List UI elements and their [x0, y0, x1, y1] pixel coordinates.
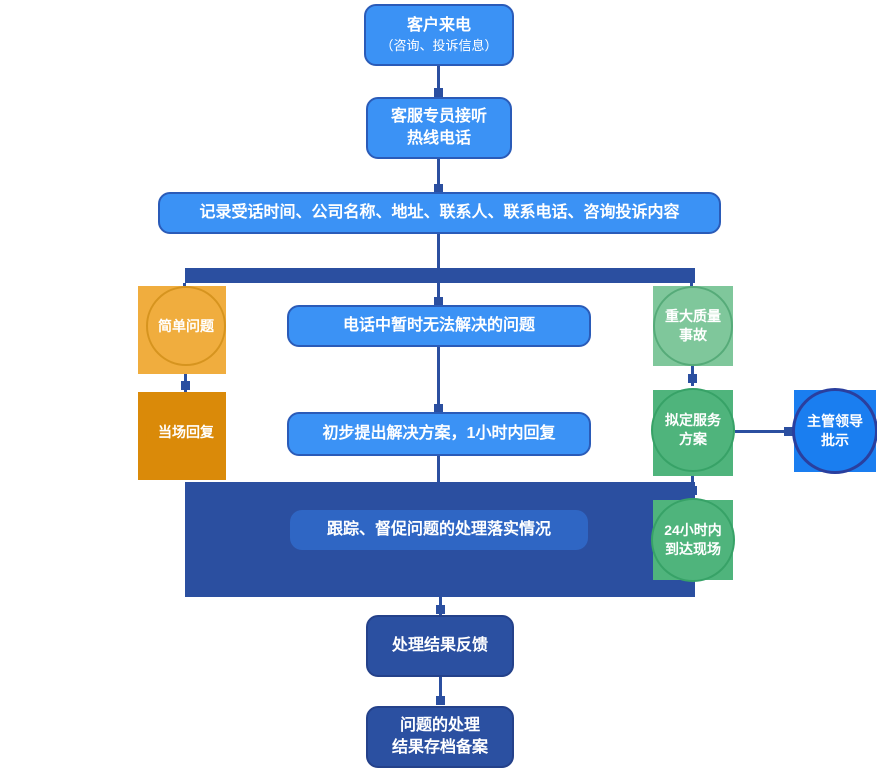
node-customer-call-subtitle: （咨询、投诉信息）	[380, 38, 498, 54]
arrow-agent-to-record	[434, 184, 443, 193]
node-customer-call[interactable]: 客户来电 （咨询、投诉信息）	[364, 4, 514, 66]
node-reply-onsite[interactable]: 当场回复	[146, 392, 226, 472]
node-result-feedback[interactable]: 处理结果反馈	[366, 615, 514, 677]
node-customer-call-title: 客户来电	[406, 17, 471, 35]
arrow-accident-to-plan	[688, 374, 697, 383]
node-track-supervise[interactable]: 跟踪、督促问题的处理落实情况	[290, 510, 588, 550]
arrow-simple-to-reply	[181, 381, 190, 390]
connector-unresolved-to-solution	[437, 347, 440, 415]
node-arrive-24h[interactable]: 24小时内 到达现场	[651, 498, 735, 582]
connector-plan-to-leader	[735, 430, 791, 433]
connector-branch-center-drop	[437, 283, 440, 305]
node-major-quality-accident[interactable]: 重大质量 事故	[653, 286, 733, 366]
node-leader-instruction[interactable]: 主管领导 批示	[792, 388, 877, 474]
arrow-call-to-agent	[434, 88, 443, 97]
node-archive-result[interactable]: 问题的处理 结果存档备案	[366, 706, 514, 768]
branch-bar-top	[185, 268, 695, 283]
arrow-branch-center	[434, 297, 443, 306]
node-unresolved-by-phone[interactable]: 电话中暂时无法解决的问题	[287, 305, 591, 347]
node-agent-answer[interactable]: 客服专员接听 热线电话	[366, 97, 512, 159]
node-draft-service-plan[interactable]: 拟定服务 方案	[651, 388, 735, 472]
arrow-unresolved-to-solution	[434, 404, 443, 413]
connector-record-to-branchbar	[437, 234, 440, 270]
connector-feedback-to-archive	[439, 677, 442, 705]
connector-call-to-agent	[437, 66, 440, 95]
node-simple-issue[interactable]: 简单问题	[146, 286, 226, 366]
arrow-plan-to-leader	[784, 427, 793, 436]
connector-agent-to-record	[437, 159, 440, 192]
node-record-info[interactable]: 记录受话时间、公司名称、地址、联系人、联系电话、咨询投诉内容	[158, 192, 721, 234]
connector-solution-to-track	[437, 456, 440, 484]
arrow-panel-to-feedback	[436, 605, 445, 614]
arrow-feedback-to-archive	[436, 696, 445, 705]
node-propose-solution[interactable]: 初步提出解决方案，1小时内回复	[287, 412, 591, 456]
